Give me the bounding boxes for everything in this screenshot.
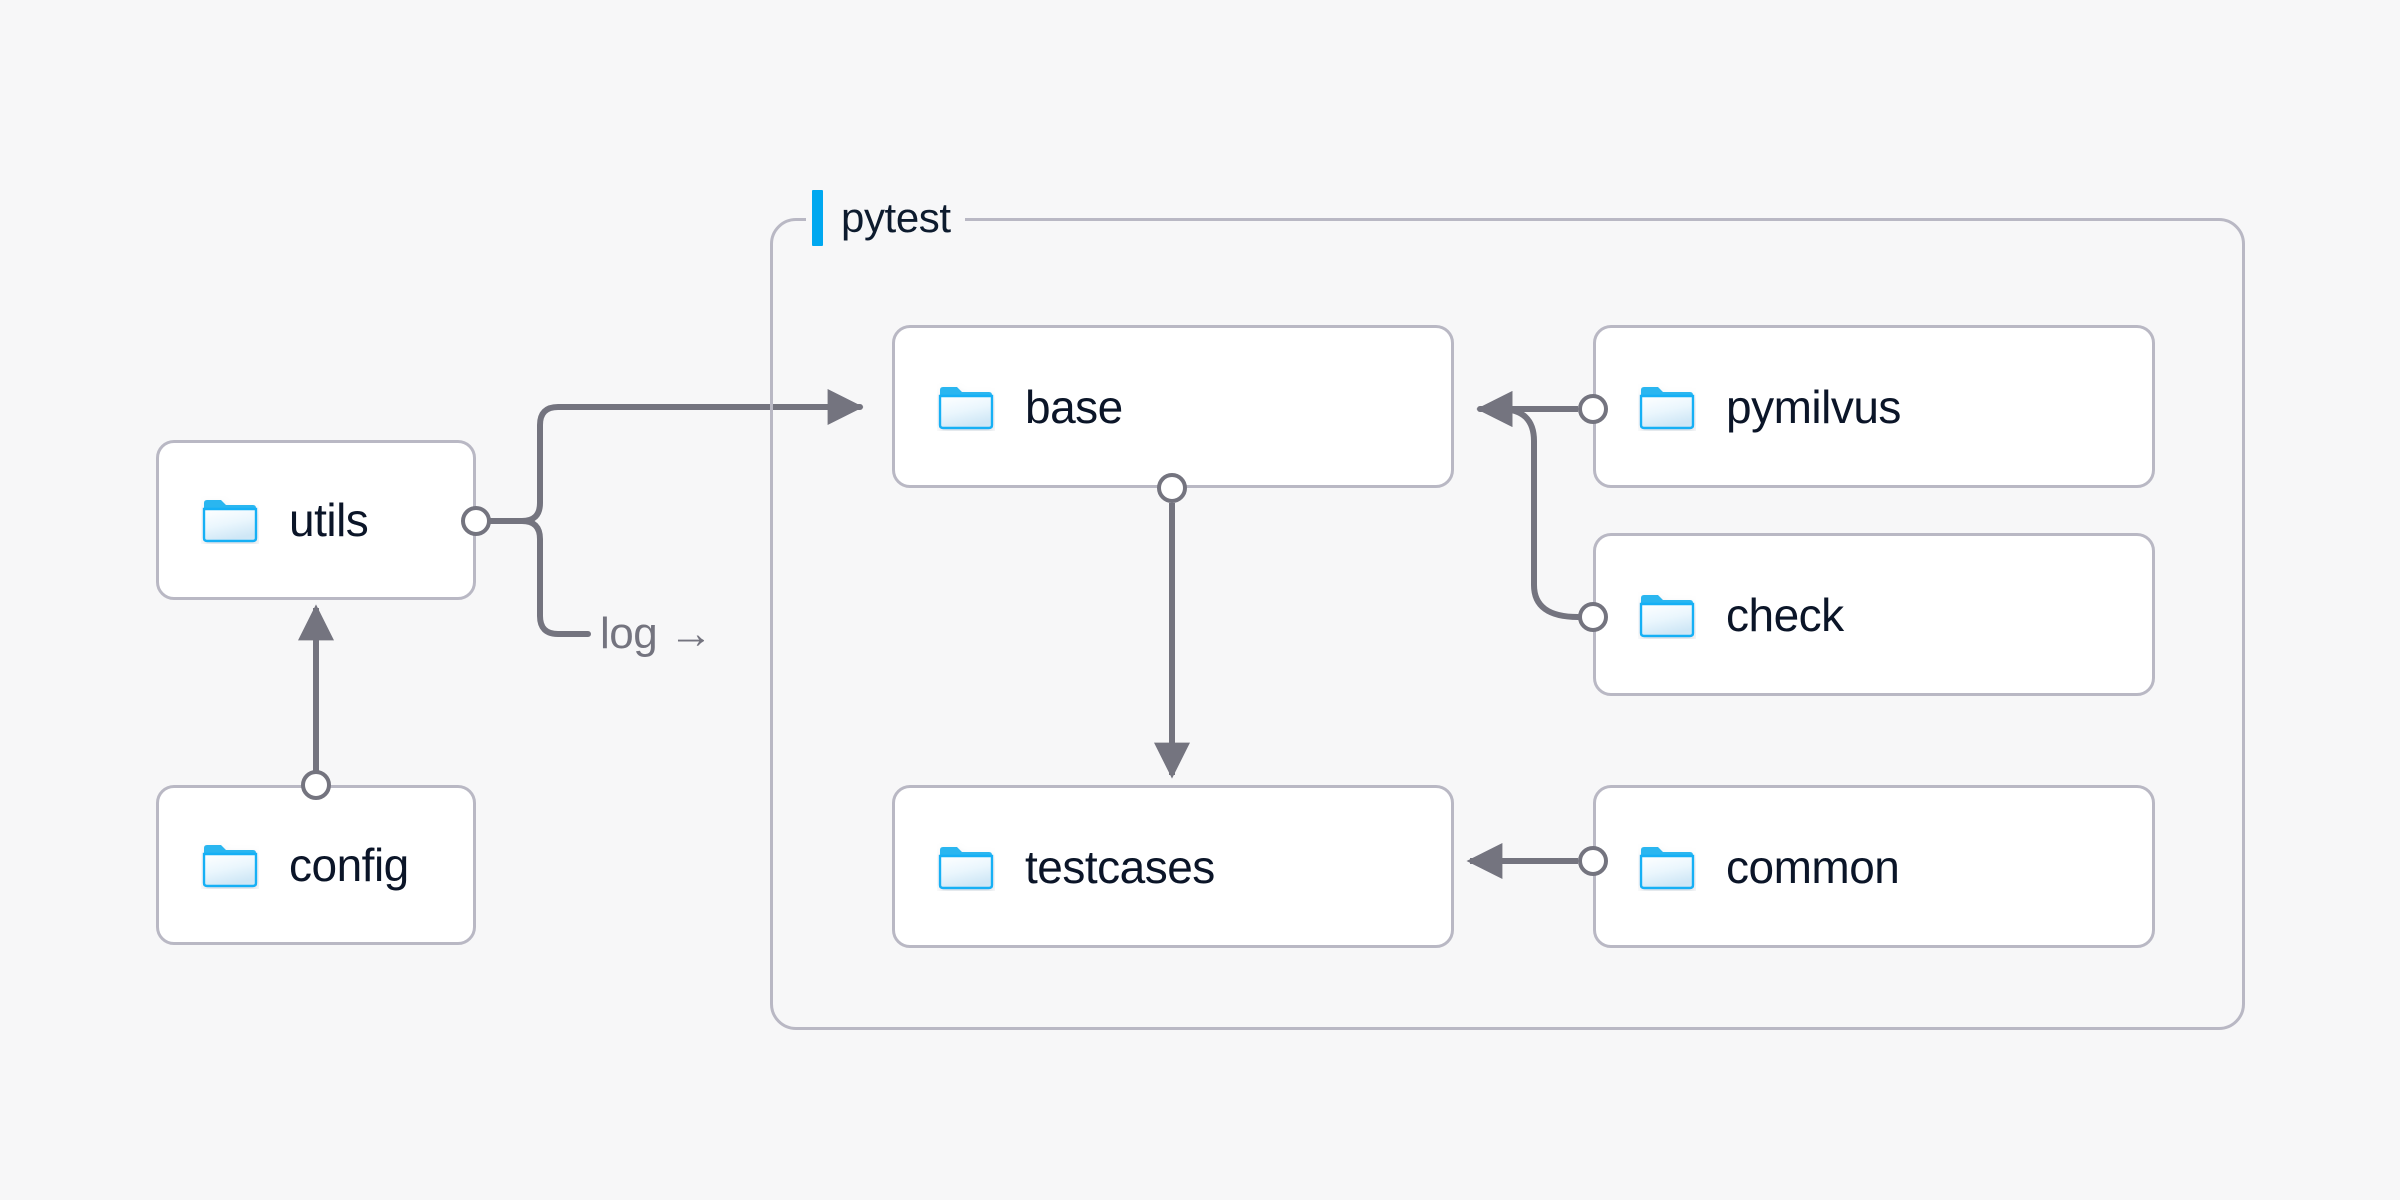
group-pytest[interactable] (770, 218, 2245, 1030)
node-pymilvus-label: pymilvus (1726, 380, 1901, 433)
folder-icon (938, 386, 994, 429)
node-config[interactable]: config (156, 785, 476, 945)
node-pymilvus[interactable]: pymilvus (1593, 325, 2155, 488)
node-common-label: common (1726, 840, 1900, 893)
port-common-left[interactable] (1578, 846, 1608, 876)
port-pymilvus-left[interactable] (1578, 394, 1608, 424)
folder-icon (202, 845, 258, 888)
edge-label-log: log → (600, 609, 713, 658)
node-common[interactable]: common (1593, 785, 2155, 948)
group-pytest-label: pytest (806, 186, 965, 250)
port-utils-right[interactable] (461, 506, 491, 536)
folder-icon (1639, 846, 1695, 889)
folder-icon (202, 500, 258, 543)
node-base[interactable]: base (892, 325, 1454, 488)
port-base-bottom[interactable] (1157, 473, 1187, 503)
folder-icon (938, 846, 994, 889)
node-config-label: config (289, 839, 409, 891)
node-testcases[interactable]: testcases (892, 785, 1454, 948)
port-config-top[interactable] (301, 770, 331, 800)
edge-utils-to-log (486, 518, 591, 637)
node-testcases-label: testcases (1025, 840, 1215, 893)
node-utils-label: utils (289, 494, 369, 546)
node-base-label: base (1025, 380, 1123, 433)
group-accent-bar (812, 190, 823, 246)
group-title: pytest (841, 194, 951, 241)
node-check-label: check (1726, 588, 1844, 641)
port-check-left[interactable] (1578, 602, 1608, 632)
node-utils[interactable]: utils (156, 440, 476, 600)
node-check[interactable]: check (1593, 533, 2155, 696)
folder-icon (1639, 594, 1695, 637)
folder-icon (1639, 386, 1695, 429)
